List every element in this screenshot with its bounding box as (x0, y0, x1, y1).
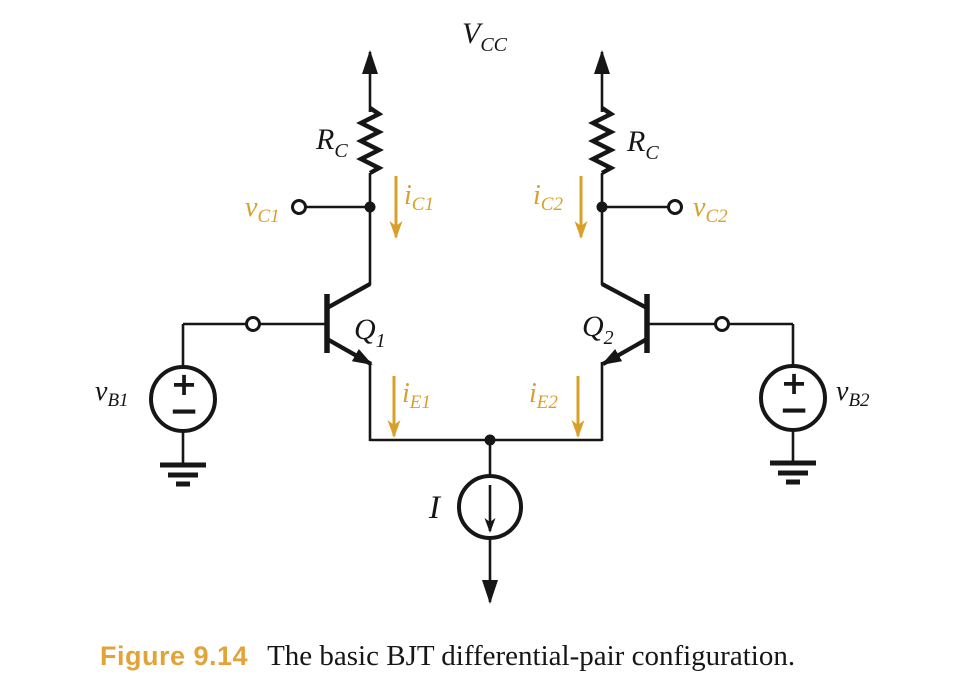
vcc-label: VCC (462, 17, 508, 56)
figure-caption-text: The basic BJT differential-pair configur… (267, 640, 796, 672)
tail-node (370, 434, 602, 477)
q2-emitter-arrow-icon (601, 337, 649, 366)
transistor-q1: Q1 (324, 282, 386, 366)
bias-current-label: I (428, 490, 442, 526)
ie2-label: iE2 (529, 378, 558, 413)
power-rail: VCC (362, 17, 610, 112)
resistor-zigzag-left (356, 106, 384, 175)
collector-branch-left: vC1 iC1 (245, 173, 434, 285)
figure-caption: Figure 9.14 The basic BJT differential-pa… (100, 640, 795, 673)
voltage-source-vb2: + − vB2 (759, 364, 870, 485)
vb2-label: vB2 (836, 376, 870, 411)
vc2-junction-dot (596, 201, 608, 213)
resistor-rc-right: RC (588, 106, 659, 175)
base-wire-left (181, 316, 327, 367)
q1-collector-lead (325, 282, 372, 310)
emitter-branch-right: iE2 (529, 362, 604, 441)
rc-left-label: RC (315, 123, 348, 162)
q2-label: Q2 (582, 310, 614, 349)
transistor-q2: Q2 (582, 282, 650, 366)
resistor-rc-left: RC (315, 106, 384, 175)
q1-emitter-arrow-icon (325, 337, 373, 366)
ie1-label: iE1 (402, 378, 431, 413)
emitter-branch-left: iE1 (368, 362, 431, 441)
vb2-minus-sign: − (779, 390, 809, 431)
ground-icon-right (770, 460, 816, 485)
vb1-label: vB1 (95, 376, 129, 411)
vb2-plus-sign: + (781, 364, 808, 402)
rc-right-label: RC (626, 125, 659, 164)
ic2-label: iC2 (533, 180, 563, 215)
vb1-terminal (245, 316, 261, 332)
vc2-label: vC2 (693, 192, 728, 227)
q1-label: Q1 (354, 313, 386, 352)
bias-current-source: I (428, 474, 523, 604)
vb2-terminal (714, 316, 730, 332)
vc2-terminal (667, 199, 683, 215)
q2-collector-lead (601, 282, 648, 310)
vb1-plus-sign: + (171, 365, 198, 403)
vb1-minus-sign: − (169, 391, 199, 432)
collector-branch-right: vC2 iC2 (533, 173, 728, 285)
ground-icon-left (160, 462, 206, 487)
vc1-junction-dot (364, 201, 376, 213)
circuit-diagram: VCC RC RC vC1 iC1 vC2 iC2 Q1 (95, 17, 870, 604)
voltage-source-vb1: + − vB1 (95, 365, 217, 487)
base-wire-right (647, 316, 795, 367)
figure-number-label: Figure 9.14 (100, 641, 249, 671)
resistor-zigzag-right (588, 106, 616, 175)
vc1-label: vC1 (245, 192, 280, 227)
ic1-label: iC1 (404, 180, 434, 215)
vc1-terminal (291, 199, 307, 215)
